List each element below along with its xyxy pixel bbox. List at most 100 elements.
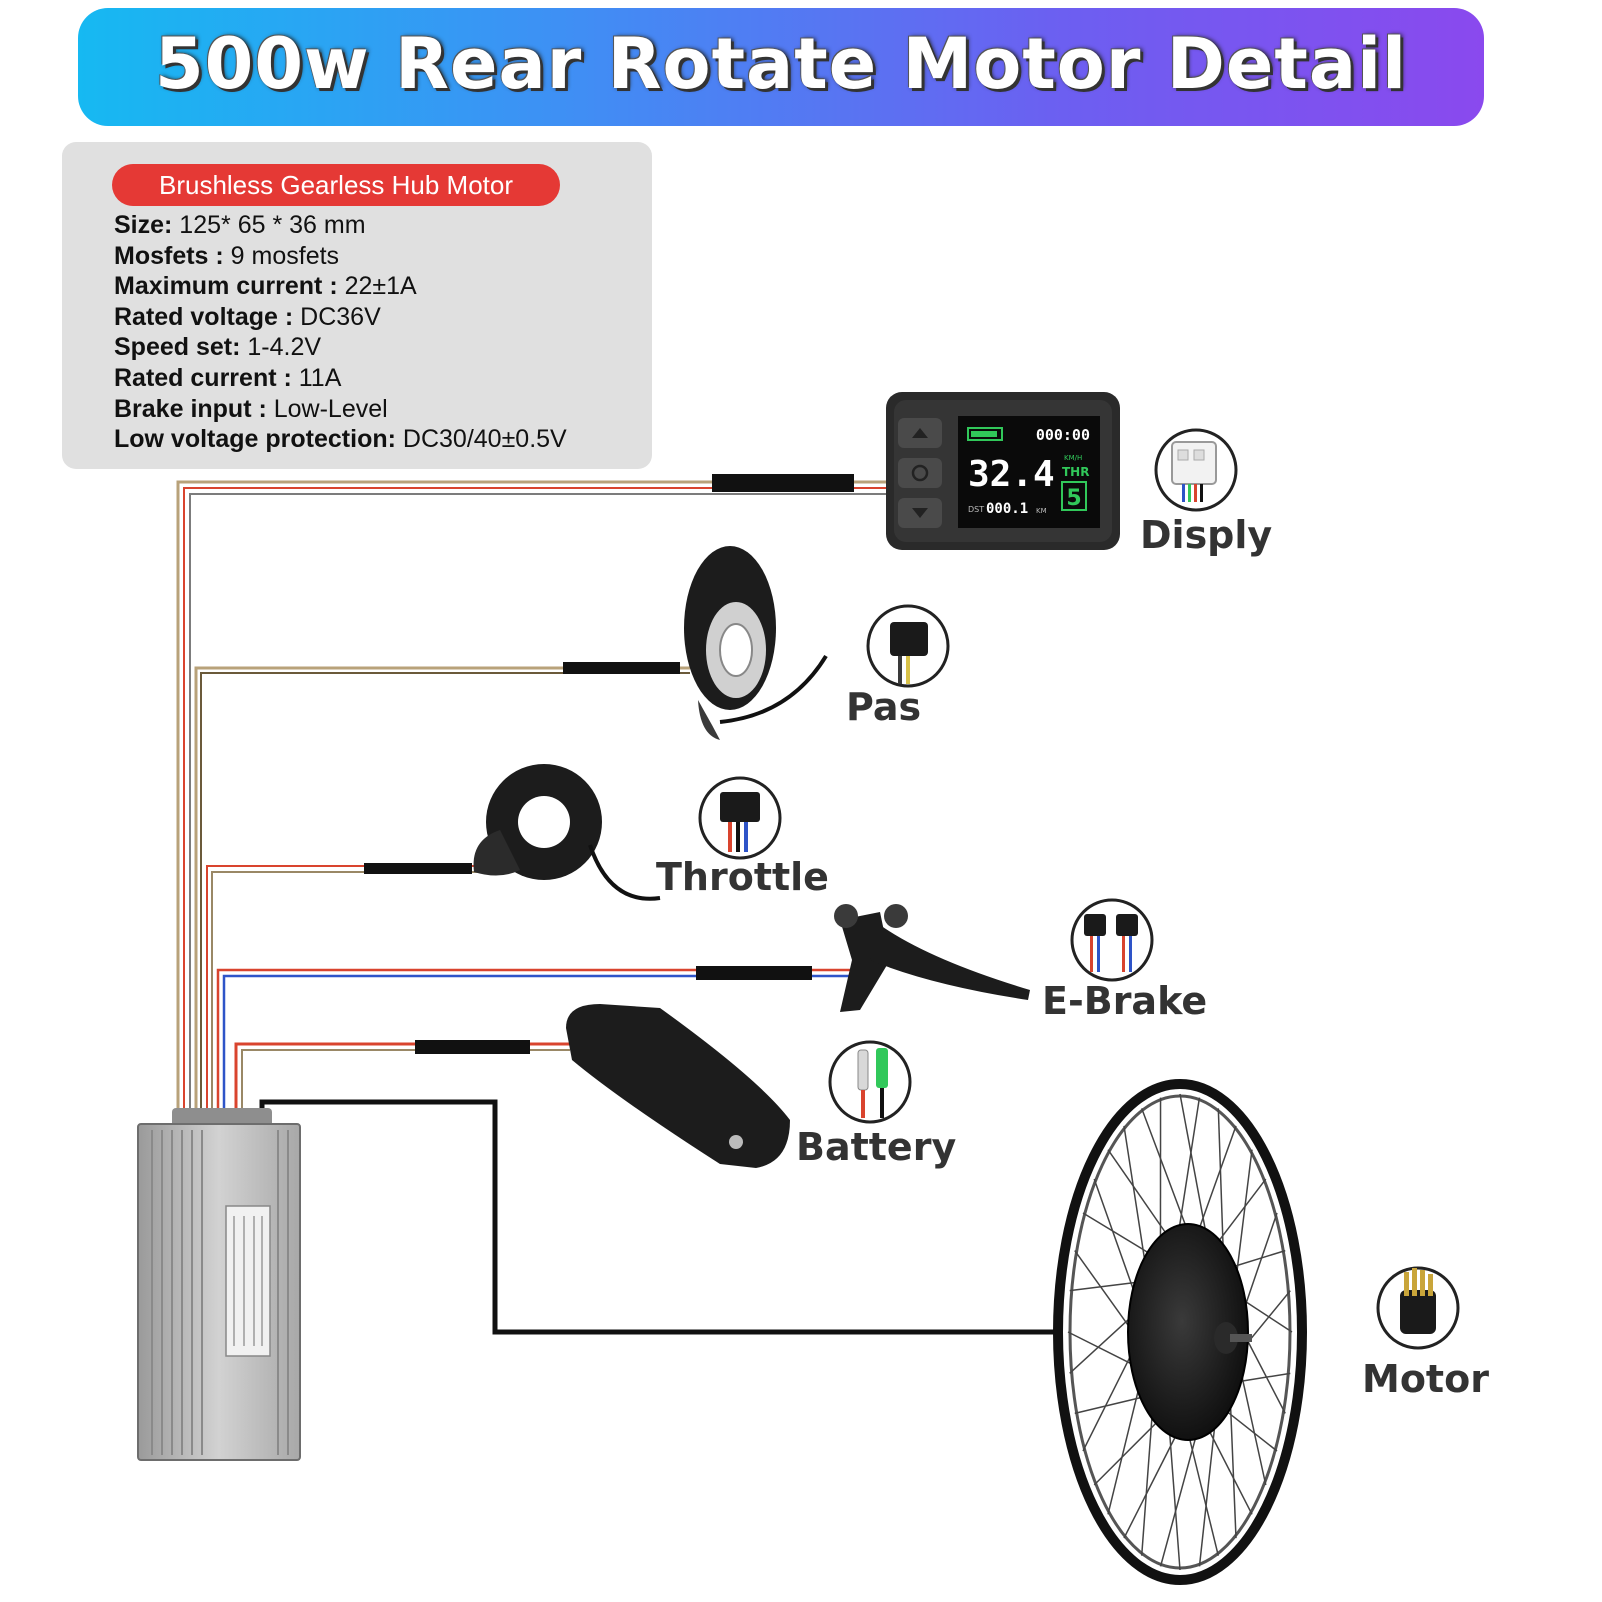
display-power-button[interactable] <box>898 458 942 488</box>
wheel-spoke <box>1168 1425 1181 1571</box>
ebrake-lever <box>834 904 1030 1012</box>
banner-title: 500w Rear Rotate Motor Detail <box>154 23 1408 105</box>
spec-value: 11A <box>291 363 342 392</box>
spec-key: Rated current : <box>114 363 292 392</box>
label-throttle: Throttle <box>656 855 829 899</box>
motor-connector-icon <box>1376 1266 1460 1350</box>
screen-distance-unit: KM <box>1036 507 1047 515</box>
wheel-spoke <box>1217 1108 1225 1256</box>
motor-wheel <box>1053 1079 1307 1585</box>
controller-unit <box>137 1108 301 1461</box>
screen-speed: 32.4 <box>968 454 1055 495</box>
wheel-spoke <box>1107 1381 1142 1515</box>
down-arrow-icon <box>912 508 928 518</box>
display-connector-icon <box>1154 428 1238 512</box>
screen-dst-label: DST <box>968 505 984 514</box>
spec-key: Brake input : <box>114 394 267 423</box>
spec-row-mosfets: Mosfets : 9 mosfets <box>114 241 644 272</box>
spec-value: Low-Level <box>266 394 388 423</box>
throttle-device <box>473 764 661 901</box>
wheel-spoke <box>1140 1408 1154 1556</box>
battery-pack <box>566 1004 790 1168</box>
display-device: 000:00 32.4 KM/H THR 5 DST 000.1 KM <box>886 392 1120 550</box>
wheel-spoke <box>1123 1430 1180 1539</box>
spec-row-brake-input: Brake input : Low-Level <box>114 394 644 425</box>
wire-ebrake <box>216 966 862 1112</box>
spec-value: 125* 65 * 36 mm <box>172 211 366 239</box>
wheel-spoke <box>1238 1365 1267 1486</box>
screen-mode: THR <box>1062 465 1089 479</box>
spec-row-low-voltage: Low voltage protection: DC30/40±0.5V <box>114 424 644 455</box>
spec-key: Rated voltage : <box>114 302 294 331</box>
screen-level: 5 <box>1066 486 1081 511</box>
wheel-spoke <box>1074 1395 1147 1415</box>
spec-key: Mosfets : <box>114 241 224 270</box>
spec-row-max-current: Maximum current : 22±1A <box>114 271 644 302</box>
spec-row-size: Size: 125* 65 * 36 mm <box>114 210 644 241</box>
wheel-spoke <box>1069 1313 1135 1374</box>
label-ebrake: E-Brake <box>1042 979 1207 1023</box>
wheel-spoke <box>1069 1281 1141 1292</box>
screen-distance: 000.1 <box>986 501 1028 517</box>
wheel-spoke <box>1082 1348 1135 1452</box>
pas-sensor <box>684 546 828 740</box>
spec-key: Speed set: <box>114 333 241 362</box>
spec-value: 9 mosfets <box>223 241 340 270</box>
label-motor: Motor <box>1362 1357 1489 1401</box>
spec-row-rated-voltage: Rated voltage : DC36V <box>114 302 644 333</box>
wheel-spoke <box>1229 1249 1286 1269</box>
wire-battery <box>234 1040 570 1112</box>
title-banner: 500w Rear Rotate Motor Detail <box>78 8 1484 126</box>
wheel-spoke <box>1093 1418 1162 1486</box>
wheel-spoke <box>1235 1372 1291 1383</box>
wheel-spoke <box>1067 1331 1137 1367</box>
spec-list: Size: 125* 65 * 36 mm Mosfets : 9 mosfet… <box>114 210 644 455</box>
wheel-spoke <box>1234 1149 1253 1283</box>
wire-throttle <box>206 863 480 1112</box>
throttle-connector-icon <box>698 776 782 860</box>
wire-motor <box>259 1099 1055 1335</box>
spec-badge: Brushless Gearless Hub Motor <box>112 164 560 206</box>
screen-clock: 000:00 <box>1036 426 1090 444</box>
spec-value: DC36V <box>293 302 381 331</box>
battery-level-icon <box>967 427 1003 441</box>
battery-connector-icon <box>828 1040 912 1124</box>
wheel-spoke <box>1177 1097 1201 1234</box>
spec-key: Maximum current : <box>114 272 338 301</box>
wire-pas <box>194 662 690 1112</box>
hub-motor <box>1127 1223 1249 1441</box>
wheel-spoke <box>1159 1430 1199 1567</box>
wheel-spoke <box>1206 1425 1253 1515</box>
wheel-spoke <box>1082 1212 1154 1256</box>
wheel-spoke <box>1140 1108 1189 1233</box>
spec-key: Low voltage protection: <box>114 425 396 454</box>
wheel-spoke <box>1074 1250 1134 1333</box>
wheel-spoke <box>1123 1125 1147 1268</box>
wheel-spoke <box>1093 1178 1138 1299</box>
label-pas: Pas <box>846 685 921 729</box>
wheel-spoke <box>1179 1093 1208 1239</box>
wheel-spoke <box>1187 1431 1220 1556</box>
label-display: Disply <box>1140 513 1272 557</box>
spec-value: 1-4.2V <box>240 333 322 362</box>
wire-display <box>176 474 890 1112</box>
wheel-spoke <box>1229 1396 1237 1539</box>
wheel-spoke <box>1214 1178 1267 1246</box>
spec-row-speed-set: Speed set: 1-4.2V <box>114 332 644 363</box>
wheel-spoke <box>1107 1149 1170 1239</box>
power-icon <box>911 464 929 482</box>
spec-value: 22±1A <box>337 272 417 301</box>
wheel-spoke <box>1198 1418 1217 1567</box>
spec-value: DC30/40±0.5V <box>395 425 567 454</box>
wheel-spoke <box>1241 1212 1278 1315</box>
wheel-spoke <box>1242 1331 1286 1414</box>
wheel-spoke <box>1239 1297 1293 1333</box>
wheel-spoke <box>1222 1408 1278 1452</box>
spec-key: Size: <box>114 211 173 239</box>
pas-connector-icon <box>866 604 950 688</box>
up-arrow-icon <box>912 428 928 438</box>
screen-speed-unit: KM/H <box>1064 454 1082 462</box>
spec-row-rated-current: Rated current : 11A <box>114 363 644 394</box>
